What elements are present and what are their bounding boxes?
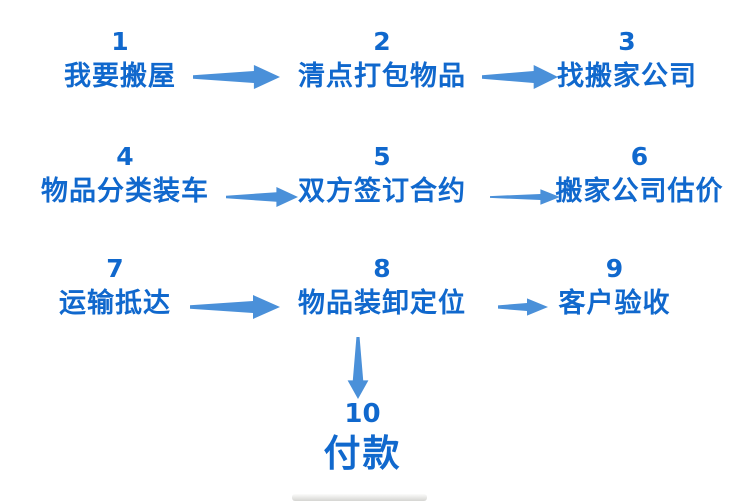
step-10-label: 付款 [323, 432, 402, 475]
step-5-label: 双方签订合约 [298, 176, 466, 207]
step-1-label: 我要搬屋 [64, 61, 176, 92]
step-4: 4 物品分类装车 [35, 139, 215, 209]
arrow-right-5-6-icon [490, 188, 560, 206]
step-6: 6 搬家公司估价 [552, 139, 727, 209]
step-10-number: 10 [344, 399, 381, 429]
step-7: 7 运输抵达 [40, 251, 190, 321]
step-6-number: 6 [630, 142, 649, 171]
step-8: 8 物品装卸定位 [298, 251, 466, 321]
step-7-number: 7 [106, 254, 124, 283]
step-3-number: 3 [618, 27, 636, 56]
step-9-label: 客户验收 [558, 288, 671, 319]
step-5-number: 5 [373, 142, 391, 171]
step-2-number: 2 [373, 27, 391, 56]
step-2-label: 清点打包物品 [298, 61, 466, 92]
step-6-label: 搬家公司估价 [555, 176, 724, 207]
arrow-right-1-2-icon [193, 62, 280, 92]
step-10: 10 付款 [300, 396, 425, 476]
step-8-label: 物品装卸定位 [298, 288, 466, 319]
step-7-label: 运输抵达 [59, 288, 171, 319]
step-1-number: 1 [111, 27, 129, 56]
arrow-right-4-5-icon [226, 184, 298, 210]
step-4-label: 物品分类装车 [41, 176, 209, 207]
step-3-label: 找搬家公司 [557, 61, 697, 92]
arrow-down-8-10-icon [345, 337, 371, 399]
step-4-number: 4 [116, 142, 134, 171]
arrow-right-2-3-icon [482, 62, 558, 92]
step-3: 3 找搬家公司 [552, 24, 702, 94]
step-1: 1 我要搬屋 [40, 24, 200, 94]
step-9-number: 9 [605, 254, 624, 283]
arrow-right-8-9-icon [498, 297, 548, 317]
arrow-right-7-8-icon [190, 292, 280, 322]
step-2: 2 清点打包物品 [298, 24, 466, 94]
bottom-cropped-artifact [292, 494, 427, 501]
step-9: 9 客户验收 [552, 251, 677, 321]
step-5: 5 双方签订合约 [298, 139, 466, 209]
step-8-number: 8 [373, 254, 391, 283]
